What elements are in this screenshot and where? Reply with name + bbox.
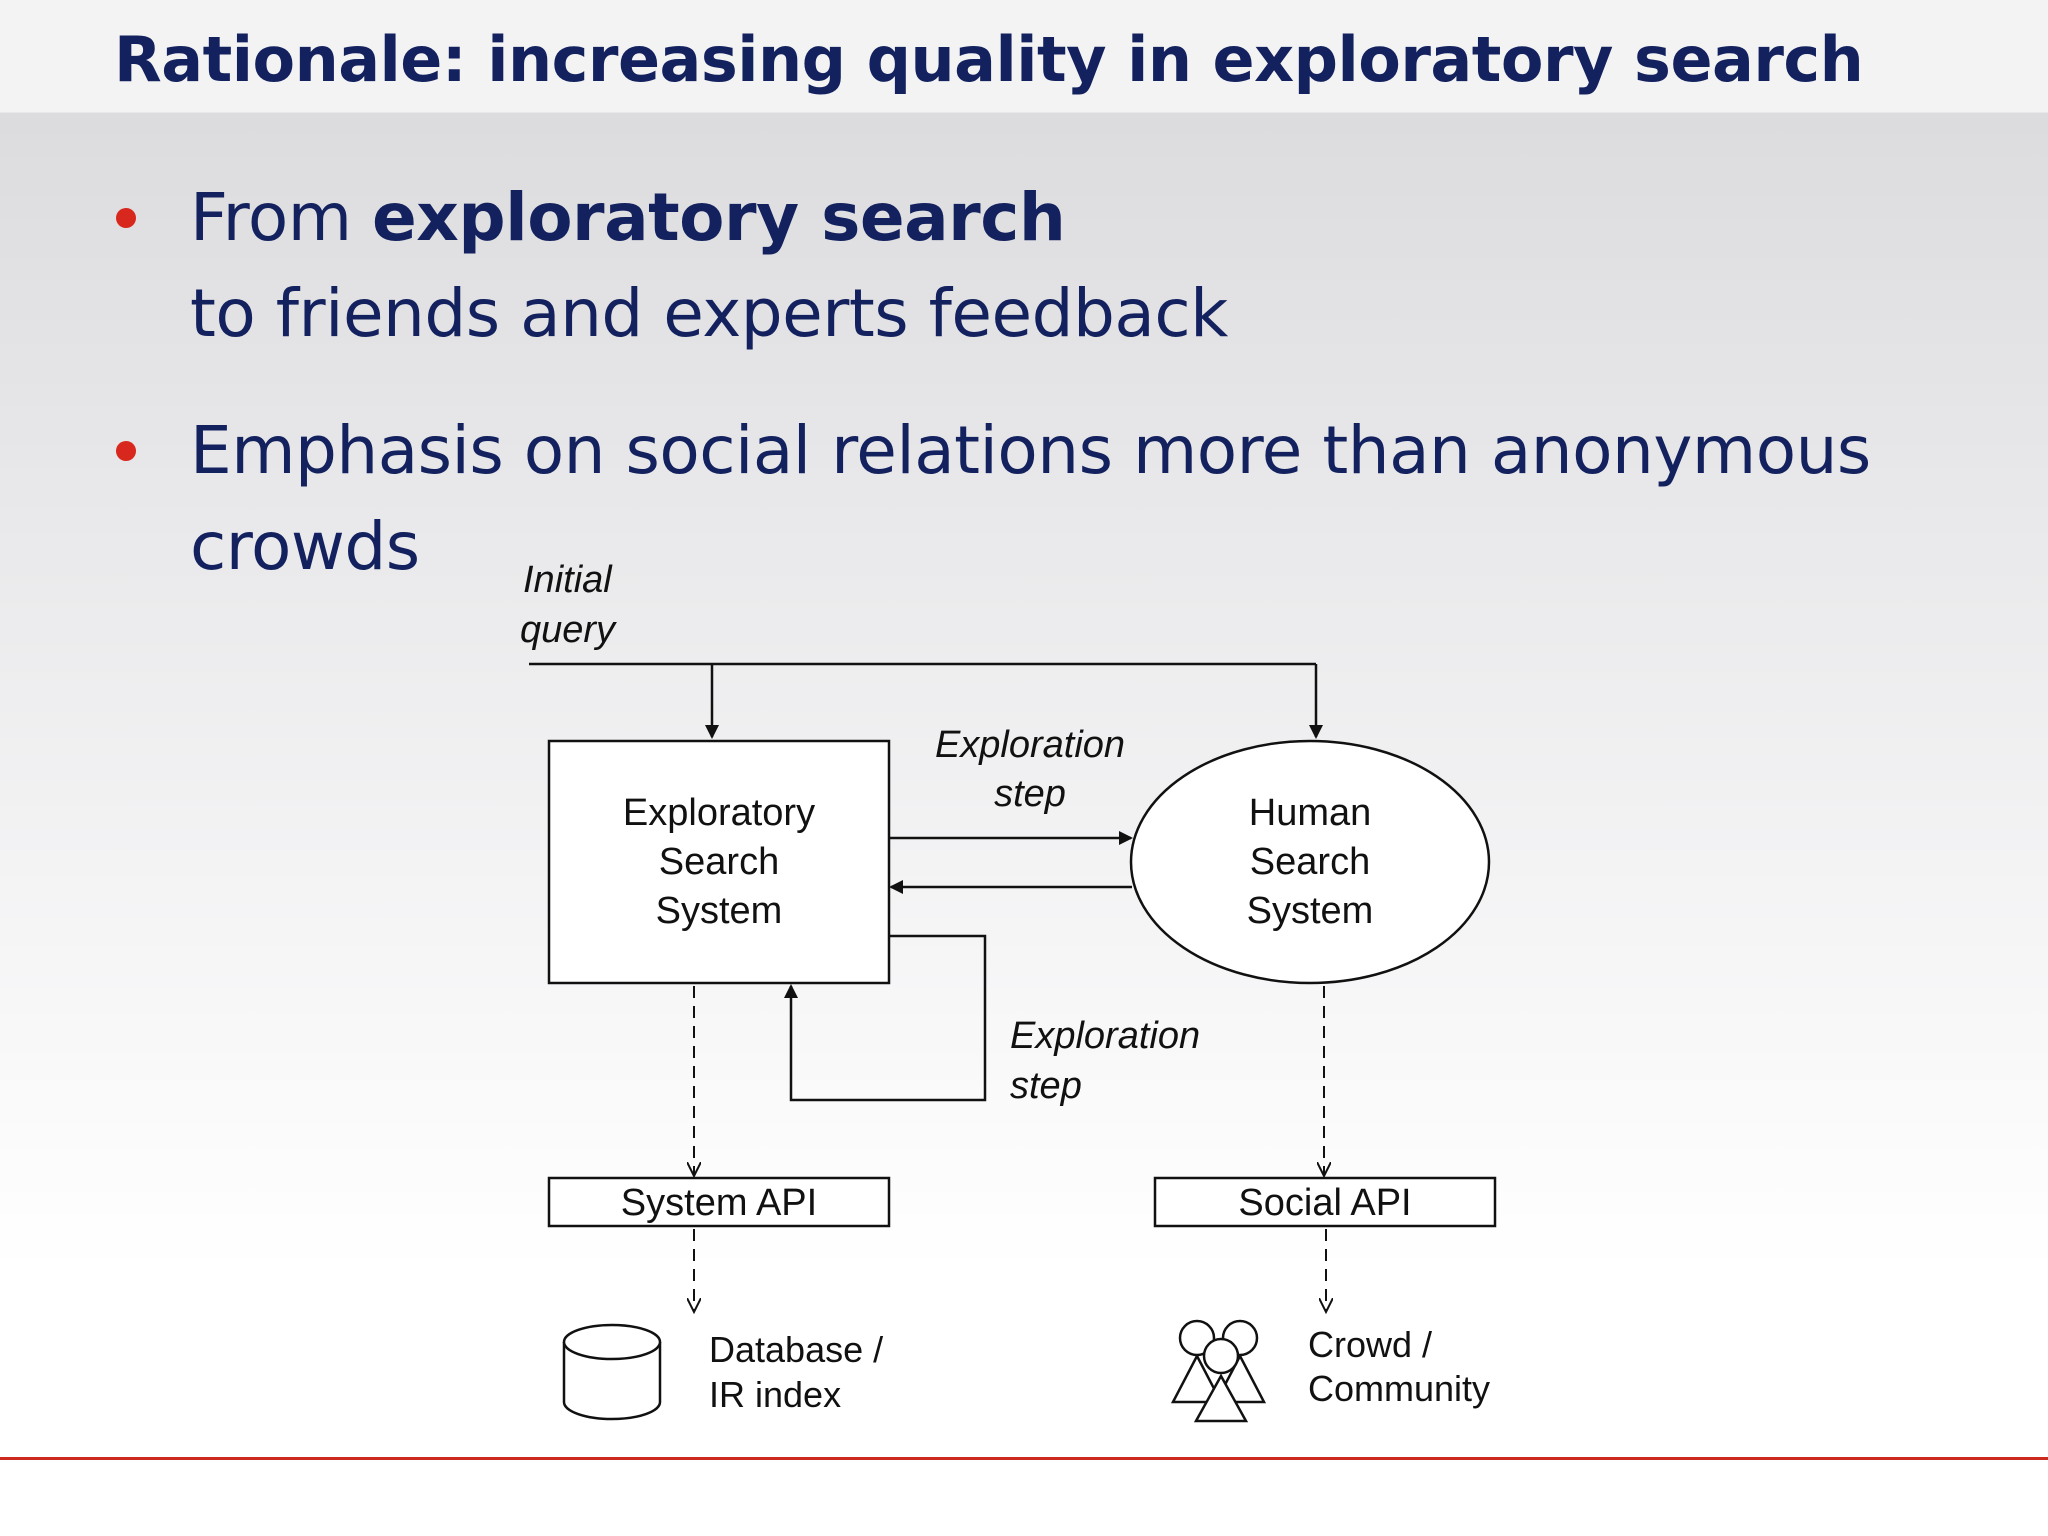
system-api-box	[547, 1176, 891, 1228]
crowd-people-icon	[1170, 1319, 1267, 1423]
exploratory-system-label-1: Exploratory	[623, 792, 815, 834]
human-system-label-3: System	[1247, 890, 1374, 932]
social-api-label: Social API	[1238, 1182, 1411, 1224]
system-api-label: System API	[621, 1182, 817, 1224]
exploration-step-loop-label-2: step	[1010, 1065, 1082, 1107]
bullet-dot-2	[116, 441, 136, 461]
database-label-1: Database /	[709, 1329, 883, 1370]
exploration-step-loop-label-1: Exploration	[1010, 1015, 1200, 1057]
bullet-2-line-2: crowds	[190, 508, 420, 585]
initial-query-label-2: query	[520, 609, 617, 651]
footer-rule	[0, 1457, 2048, 1460]
bullet-1-line-2: to friends and experts feedback	[190, 275, 1228, 352]
exploratory-system-label-3: System	[656, 890, 783, 932]
human-search-system-ellipse	[1129, 739, 1491, 985]
title-band	[0, 0, 2048, 112]
crowd-label-1: Crowd /	[1308, 1324, 1432, 1365]
initial-query-label-1: Initial	[523, 559, 613, 601]
bullet-1-text: From	[190, 179, 372, 256]
bullet-dot-1	[116, 208, 136, 228]
database-label-2: IR index	[709, 1374, 841, 1415]
human-system-label-2: Search	[1250, 841, 1370, 883]
database-cylinder-icon	[562, 1323, 662, 1421]
exploratory-search-system-box	[547, 739, 891, 985]
exploration-step-top-label-2: step	[994, 773, 1066, 815]
exploration-step-top-label-1: Exploration	[935, 724, 1125, 766]
bullet-2-line-1: Emphasis on social relations more than a…	[190, 412, 1871, 489]
bullet-1-bold: exploratory search	[372, 179, 1066, 256]
bullet-1-line-1: From exploratory search	[190, 170, 1066, 266]
crowd-label-2: Community	[1308, 1368, 1490, 1409]
self-loop-arrow	[784, 934, 987, 1102]
slide-title: Rationale: increasing quality in explora…	[114, 23, 1864, 96]
exploratory-system-label-2: Search	[659, 841, 779, 883]
human-system-label-1: Human	[1249, 792, 1372, 834]
social-api-box	[1153, 1176, 1497, 1228]
